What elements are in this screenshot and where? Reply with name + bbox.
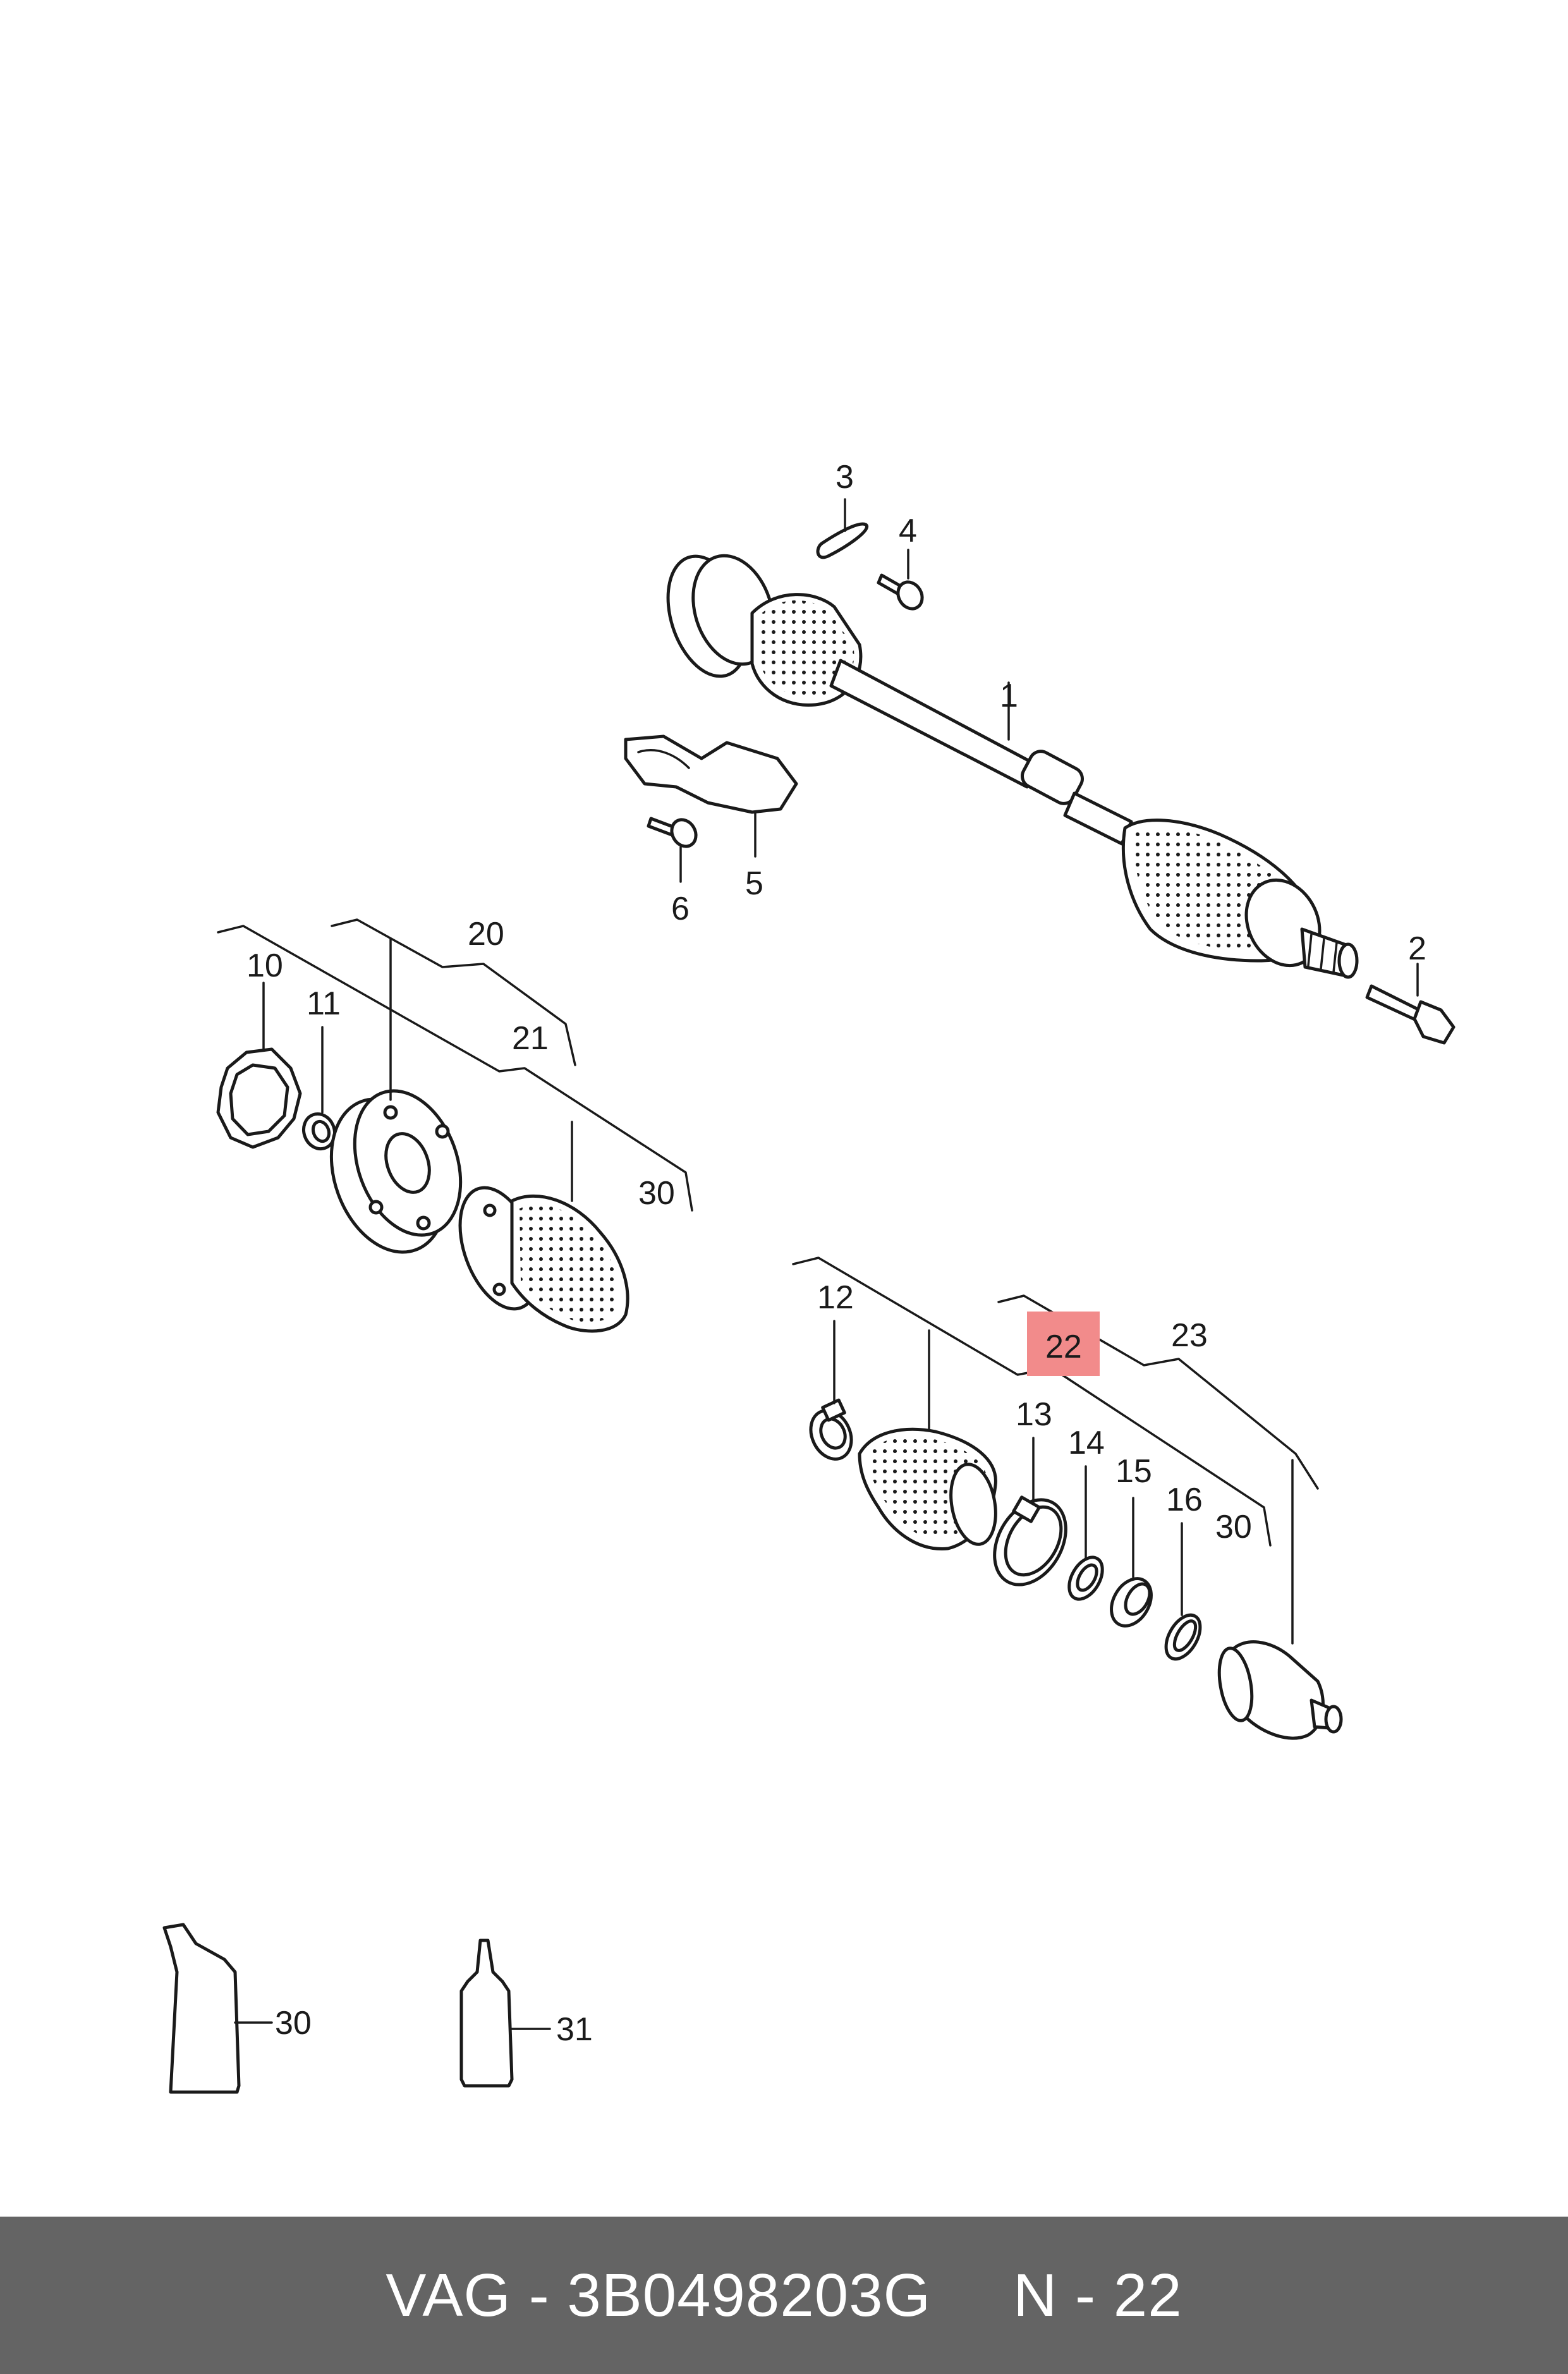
grease-tube-part — [162, 1923, 273, 2094]
callout-5: 5 — [745, 865, 763, 902]
callout-30-left: 30 — [638, 1175, 675, 1212]
callout-15: 15 — [1115, 1453, 1152, 1490]
heat-shield-part — [624, 734, 798, 858]
callout-21: 21 — [512, 1020, 549, 1057]
sealant-bottle-part — [459, 1939, 551, 2088]
callout-11: 11 — [307, 985, 341, 1022]
bolt-4-part — [877, 549, 924, 611]
callout-30-right: 30 — [1215, 1509, 1252, 1545]
callout-23: 23 — [1171, 1317, 1208, 1354]
callout-6: 6 — [671, 891, 690, 927]
callout-10: 10 — [246, 947, 283, 984]
inner-joint-group — [216, 918, 693, 1333]
footer-bar: VAG - 3B0498203G N - 22 — [0, 2217, 1568, 2374]
bolt-2-part — [1365, 963, 1456, 1045]
callout-20: 20 — [468, 916, 504, 953]
callout-31: 31 — [556, 2011, 593, 2048]
callout-14: 14 — [1068, 1425, 1105, 1461]
callout-22: 22 — [1045, 1329, 1082, 1365]
callout-16: 16 — [1166, 1482, 1203, 1518]
callout-12: 12 — [817, 1279, 854, 1316]
exploded-parts-diagram: 1 2 3 4 5 6 10 11 20 21 30 12 13 14 15 1… — [162, 459, 1456, 2094]
callout-2: 2 — [1408, 930, 1426, 967]
callout-30-tube: 30 — [275, 2005, 312, 2042]
part-number-text: VAG - 3B0498203G — [386, 2261, 932, 2329]
callout-3: 3 — [836, 459, 854, 496]
callout-1: 1 — [1000, 678, 1018, 714]
drive-shaft-assembly — [666, 554, 1359, 979]
locking-plate-part — [816, 498, 869, 559]
bolt-6-part — [647, 817, 698, 883]
outer-joint-group — [792, 1257, 1343, 1740]
page-reference-text: N - 22 — [1013, 2261, 1182, 2329]
callout-13: 13 — [1016, 1396, 1052, 1433]
callout-4: 4 — [899, 513, 917, 549]
highlight-box-22 — [1027, 1312, 1100, 1376]
